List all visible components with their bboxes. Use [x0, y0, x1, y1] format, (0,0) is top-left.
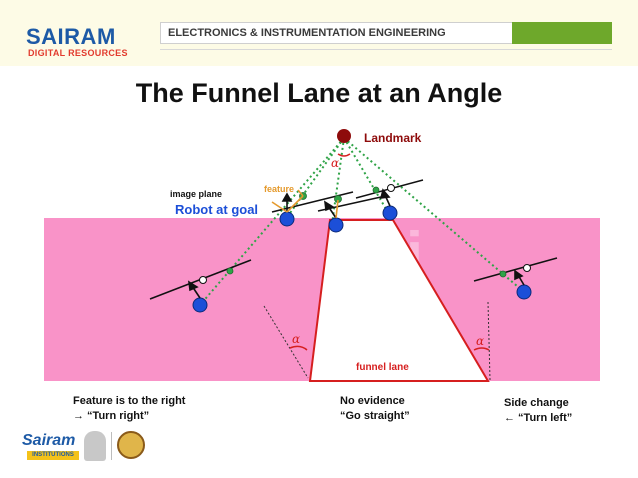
department-bar-accent — [512, 22, 612, 44]
angle-arc-landmark — [337, 153, 351, 157]
alpha-label-left: α — [292, 332, 300, 346]
caption-center-line2: “Go straight” — [340, 410, 410, 422]
funnel-lane-shape — [308, 219, 490, 382]
angle-arc-left — [289, 345, 308, 351]
feature-rays — [271, 189, 339, 219]
caption-center-line1: No evidence — [340, 395, 405, 407]
footer-divider — [111, 432, 112, 460]
alpha-label-landmark: α — [331, 156, 339, 170]
caption-right-line2: ← “Turn left” — [504, 412, 572, 424]
image-plane-label: image plane — [170, 189, 222, 199]
sight-lines — [199, 137, 525, 306]
footer-logo-text: Sairam — [22, 432, 76, 449]
landmark-label: Landmark — [364, 131, 422, 145]
landmark-marker — [337, 129, 351, 143]
caption-left-line1: Feature is to the right — [73, 395, 186, 407]
robot-goal — [279, 211, 295, 227]
institution-seal-icon — [117, 431, 145, 459]
robot-center-right — [382, 205, 398, 221]
alpha-label-right: α — [476, 334, 484, 348]
founder-portrait-icon — [84, 431, 106, 461]
slide-title: The Funnel Lane at an Angle — [135, 78, 503, 108]
angle-arc-right — [473, 347, 490, 351]
feature-projections — [199, 184, 531, 284]
logo-main-text: SAIRAM — [26, 24, 116, 49]
funnel-lane-label: funnel lane — [356, 362, 409, 373]
caption-left-line2: → “Turn right” — [73, 410, 149, 422]
robot-right — [516, 284, 532, 300]
robot-center — [328, 217, 344, 233]
logo-sub-text: DIGITAL RESOURCES — [28, 48, 128, 58]
footer-logo-sub: INSTITUTIONS — [27, 451, 79, 460]
caption-right-line1: Side change — [504, 397, 569, 409]
feature-label: feature — [264, 184, 294, 194]
robot-at-goal-label: Robot at goal — [175, 202, 258, 217]
header-divider — [160, 49, 612, 50]
heading-arrows — [187, 188, 525, 299]
angle-ref-right — [487, 301, 491, 381]
sairam-logo: SAIRAM DIGITAL RESOURCES — [26, 24, 144, 62]
robot-left — [192, 297, 208, 313]
department-title: ELECTRONICS & INSTRUMENTATION ENGINEERIN… — [168, 27, 446, 39]
